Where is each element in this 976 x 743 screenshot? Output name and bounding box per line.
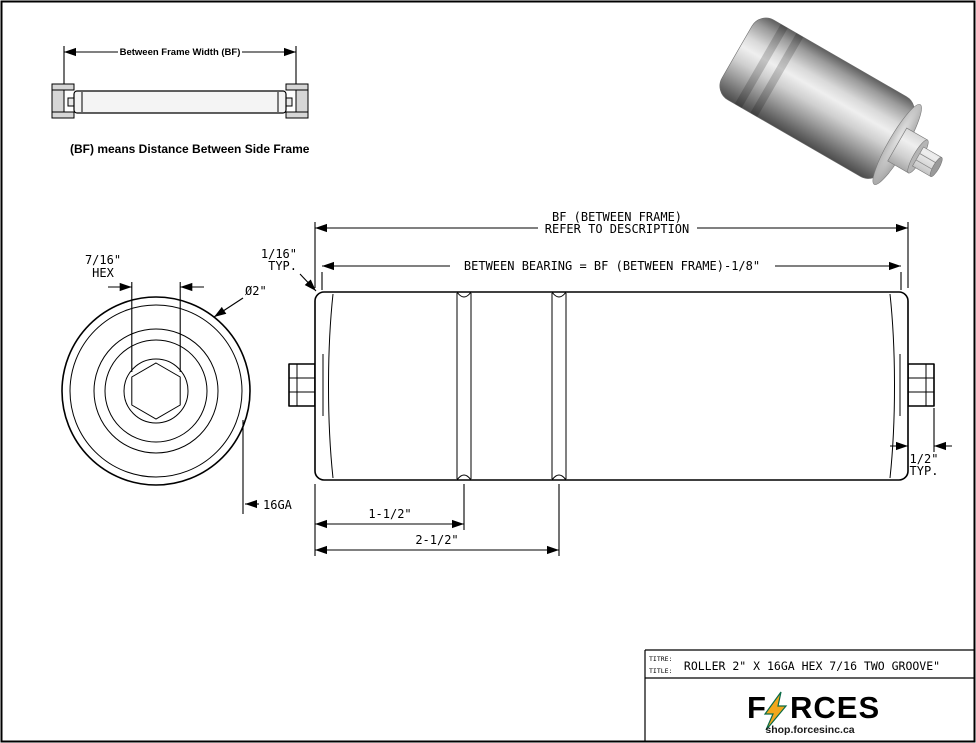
- bf-dimension: BF (BETWEEN FRAME) REFER TO DESCRIPTION: [314, 210, 909, 288]
- right-hex-shaft: [907, 363, 935, 407]
- brand-letter-f: F: [747, 690, 767, 725]
- inset-caption: (BF) means Distance Between Side Frame: [70, 142, 310, 156]
- roller-3d-view: [719, 17, 943, 185]
- bf-label-line1: BF (BETWEEN FRAME): [552, 210, 682, 224]
- website-label: shop.forcesinc.ca: [765, 724, 854, 736]
- title-block: TITRE: TITLE: ROLLER 2" X 16GA HEX 7/16 …: [644, 649, 974, 741]
- hex-size-label: 7/16": [85, 253, 121, 267]
- roller-3d-groove-1: [734, 24, 788, 108]
- shaft-ext-typ-label: TYP.: [910, 464, 939, 478]
- diameter-label: Ø2": [245, 284, 267, 298]
- roller-od-circle: [61, 296, 251, 486]
- inset-left-frame: [51, 83, 75, 119]
- side-view: BF (BETWEEN FRAME) REFER TO DESCRIPTION …: [261, 210, 952, 556]
- gauge-label: 16GA: [263, 498, 293, 512]
- inset-right-frame: [285, 83, 309, 119]
- gap-value-label: 1/16": [261, 247, 297, 261]
- hex-bore-circle: [123, 358, 189, 424]
- bf-label-line2: REFER TO DESCRIPTION: [545, 222, 690, 236]
- roller-tube-body: [314, 291, 909, 481]
- between-bearing-dimension: BETWEEN BEARING = BF (BETWEEN FRAME)-1/8…: [321, 259, 902, 290]
- left-hex-shaft: [288, 363, 316, 407]
- shaft-extension-dimension: 1/2" TYP.: [890, 408, 952, 478]
- forces-logo: F RCES: [747, 690, 880, 731]
- hex-shaft-outline: [131, 362, 181, 420]
- inset-dim-label: Between Frame Width (BF): [120, 47, 241, 58]
- shaft-ext-value-label: 1/2": [910, 452, 939, 466]
- groove2-dimension: 2-1/2": [315, 484, 560, 556]
- gap-typ-label: TYP.: [268, 259, 297, 273]
- bearing-circle: [104, 339, 208, 443]
- hex-word-label: HEX: [92, 266, 114, 280]
- inset-roller: [67, 90, 293, 114]
- groove-1: [456, 291, 472, 481]
- groove1-dimension: 1-1/2": [314, 484, 465, 556]
- end-gap-callout: 1/16" TYP.: [261, 247, 317, 292]
- bf-inset: Between Frame Width (BF) (BF) means Dist…: [51, 46, 310, 156]
- lightning-bolt-icon: [763, 691, 788, 731]
- groove-2: [551, 291, 567, 481]
- between-bearing-label: BETWEEN BEARING = BF (BETWEEN FRAME)-1/8…: [464, 259, 760, 273]
- titre-label: TITRE:: [649, 655, 672, 663]
- title-label: TITLE:: [649, 667, 672, 675]
- brand-letters-rces: RCES: [790, 690, 880, 725]
- roller-id-circle: [69, 304, 243, 478]
- groove2-dim-label: 2-1/2": [415, 533, 458, 547]
- drawing-title: ROLLER 2" X 16GA HEX 7/16 TWO GROOVE": [684, 659, 940, 673]
- front-view: 7/16" HEX Ø2" 16GA: [61, 253, 293, 514]
- groove1-dim-label: 1-1/2": [368, 507, 411, 521]
- bearing-housing-circle: [93, 328, 219, 454]
- roller-3d-groove-2: [750, 33, 804, 117]
